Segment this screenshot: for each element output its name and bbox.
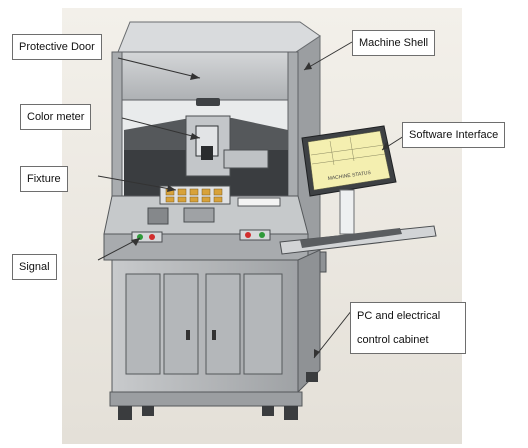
- leader-machine-shell: [303, 41, 353, 71]
- machine-feet: [118, 372, 318, 420]
- label-signal: Signal: [12, 254, 57, 280]
- cabinet-base: [109, 391, 303, 407]
- right-buttons: [239, 229, 271, 241]
- label-color-meter: Color meter: [20, 104, 92, 130]
- cabinet-door-4: [243, 273, 283, 375]
- label-protective-door: Protective Door: [12, 34, 102, 60]
- left-tool: [147, 207, 169, 225]
- right-button-red: [245, 232, 251, 238]
- rail: [237, 197, 281, 207]
- label-pc-cabinet-line1: PC and electrical: [357, 310, 441, 322]
- cabinet-door-2: [163, 273, 199, 375]
- signal-button-red: [149, 234, 155, 240]
- leader-protective-door: [117, 57, 201, 79]
- label-pc-cabinet-line2: control cabinet: [357, 334, 429, 346]
- monitor-grid: [310, 136, 386, 166]
- door-handle: [196, 98, 220, 106]
- monitor-screen: [307, 130, 391, 191]
- label-pc-cabinet: PC and electrical control cabinet: [350, 302, 466, 354]
- signal-panel: [131, 231, 163, 243]
- leader-color-meter: [121, 117, 201, 139]
- leader-fixture: [97, 175, 177, 191]
- monitor-post: [339, 189, 355, 235]
- cabinet-lock-right: [212, 330, 216, 340]
- cabinet-door-3: [205, 273, 241, 375]
- color-meter-lens: [201, 146, 213, 160]
- label-machine-shell: Machine Shell: [352, 30, 436, 56]
- cabinet-side: [297, 249, 321, 394]
- fixture-cells: [165, 188, 223, 203]
- machine-shell-top: [117, 21, 321, 53]
- table-block: [183, 207, 215, 223]
- leader-pc-cabinet: [313, 309, 353, 359]
- color-meter-arm: [223, 149, 269, 169]
- cabinet-lock-left: [186, 330, 190, 340]
- label-fixture: Fixture: [20, 166, 68, 192]
- right-button-green: [259, 232, 265, 238]
- leader-arrowheads: [131, 62, 389, 358]
- machine-shell-front: [111, 51, 299, 101]
- label-software-interface: Software Interface: [402, 122, 506, 148]
- keyboard: [300, 228, 402, 248]
- cabinet-door-1: [125, 273, 161, 375]
